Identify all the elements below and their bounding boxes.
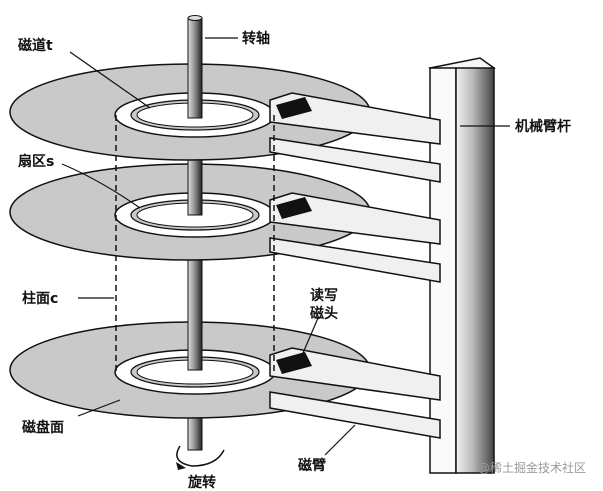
spindle-top	[187, 17, 203, 119]
cylinder-dashed-lines	[115, 115, 275, 372]
rotation-label: 旋转	[187, 474, 216, 491]
arm-bottom	[269, 347, 441, 439]
platter-label: 磁盘面	[22, 419, 64, 436]
sector-label: 扇区s	[18, 153, 54, 170]
arm-label: 磁臂	[298, 457, 326, 474]
spindle-label: 转轴	[242, 30, 270, 47]
rotation-arrow-icon	[176, 445, 225, 467]
watermark: @稀土掘金技术社区	[478, 460, 586, 475]
rw-head-label-line1: 读写	[310, 287, 338, 304]
cylinder-label: 柱面c	[22, 290, 58, 307]
leader-lines	[61, 37, 510, 456]
arm-rod-label: 机械臂杆	[515, 118, 571, 135]
arm-top	[269, 92, 441, 183]
track-label: 磁道t	[18, 37, 53, 54]
rw-head-label-line2: 磁头	[310, 305, 338, 322]
arm-middle	[269, 192, 441, 283]
